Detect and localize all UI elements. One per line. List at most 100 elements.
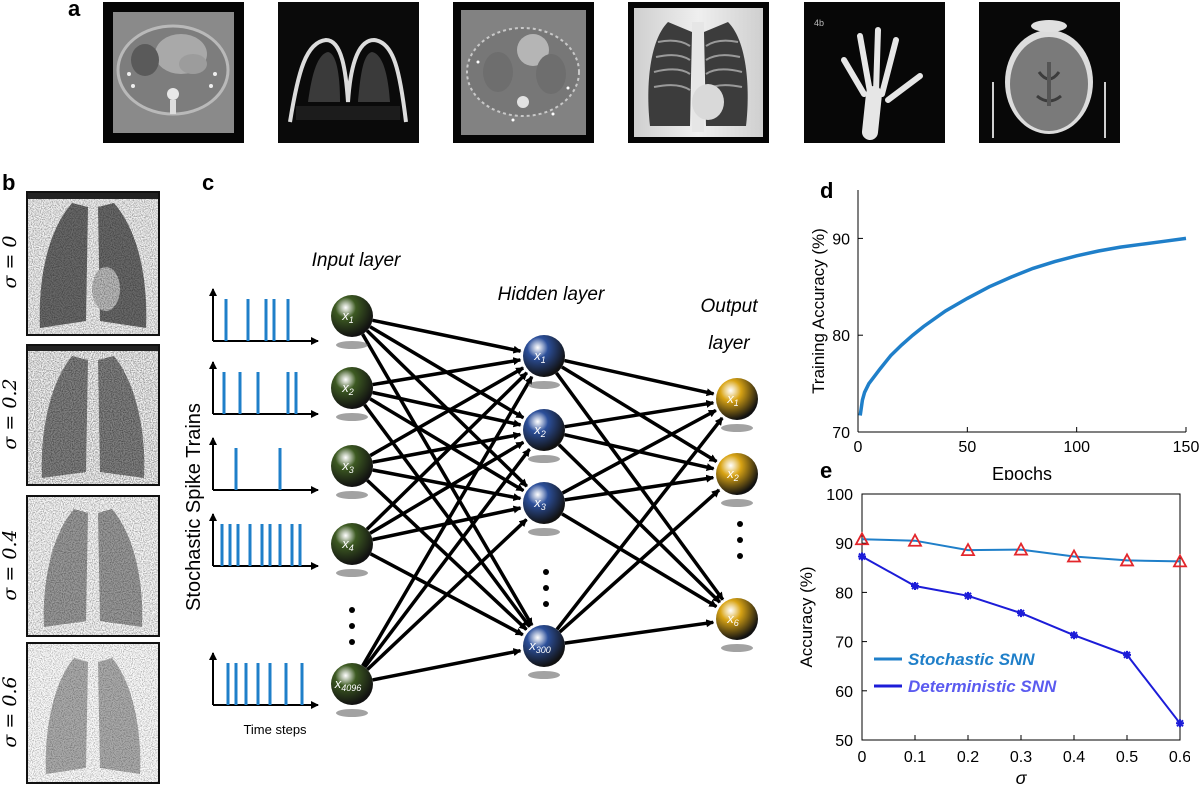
hidden-node-2 [523,409,565,451]
connection-input-hidden [366,479,528,631]
panel-label-c: c [202,170,215,195]
time-steps-label: Time steps [243,722,307,737]
noisy-xray-sigma-0.6 [26,642,160,784]
stochastic-marker [960,542,976,556]
noisy-xray-sigma-0 [26,191,160,336]
series-line-1 [861,538,1181,563]
output-node-6 [716,598,758,640]
node-shadow [528,671,560,679]
node-shadow [336,569,368,577]
connection-input-hidden [366,518,528,671]
deterministic-marker [1176,719,1184,728]
y-tick-label: 80 [832,328,850,345]
input-layer-title: Input layer [312,250,401,271]
x-tick-label: 0.1 [904,749,926,766]
y-axis-label: Accuracy (%) [797,566,816,667]
y-tick-label: 60 [835,684,853,701]
connection-hidden-output [558,488,721,634]
node-shadow [721,499,753,507]
node-shadow [721,644,753,652]
ellipsis-dot [543,601,549,607]
chest-xray-image [628,2,769,143]
noisy-xray-sigma-0.2 [26,344,160,486]
spike-train-1 [209,288,319,345]
node-shadow [721,424,753,432]
legend-label-1: Stochastic SNN [908,650,1035,669]
node-shadow [336,413,368,421]
ellipsis-dot [349,639,355,645]
training-accuracy-line [858,236,1187,416]
stochastic-marker [1172,553,1188,568]
connection-input-hidden [369,440,525,535]
node-shadow [528,381,560,389]
x-tick-label: 0.2 [957,749,979,766]
input-node-2 [331,367,373,409]
input-node-3 [331,445,373,487]
spike-train-4 [209,513,319,570]
hidden-node-300 [523,625,565,667]
x-tick-label: 0.4 [1063,749,1085,766]
panel-label-d: d [820,178,834,203]
hidden-node-1 [523,335,565,377]
input-node-4 [331,523,373,565]
ellipsis-dot [737,537,743,543]
deterministic-marker [964,591,972,600]
ellipsis-dot [543,569,549,575]
y-tick-label: 70 [832,425,850,442]
panel-label-e: e [820,458,833,483]
connection-input-hidden [369,397,525,493]
panel-label-a: a [68,0,81,21]
input-node-4096 [331,663,373,705]
x-tick-label: 0 [854,439,863,456]
x-tick-label: 0.3 [1010,749,1032,766]
node-shadow [336,341,368,349]
connection-input-hidden [369,366,525,458]
y-tick-label: 90 [832,231,850,248]
y-tick-label: 100 [826,487,853,504]
connection-input-hidden [372,318,522,354]
ellipsis-dot [737,553,743,559]
chest-ct-image [453,2,594,143]
deterministic-marker [1070,631,1078,640]
connection-input-hidden [361,375,534,667]
x-tick-label: 50 [958,439,976,456]
sigma-label-row-2: σ = 0.2 [0,378,21,450]
stochastic-marker [1013,541,1029,556]
stochastic-marker [854,531,870,546]
connection-input-hidden [365,371,529,531]
connection-input-hidden [363,448,531,669]
head-ct-image [979,2,1120,143]
deterministic-marker [1123,650,1131,659]
sigma-label-row-4: σ = 0.6 [0,676,21,748]
legend-label-2: Deterministic SNN [908,677,1057,696]
output-layer-title-line1: Output [700,296,758,317]
stochastic-marker [1119,552,1135,567]
ellipsis-dot [737,521,743,527]
breast-mri-image [278,2,419,143]
x-tick-label: 0 [858,749,867,766]
node-shadow [528,528,560,536]
stochastic-marker [1066,548,1082,563]
hidden-node-3 [523,482,565,524]
ellipsis-dot [349,623,355,629]
stochastic-marker [907,532,923,547]
y-tick-label: 50 [835,733,853,750]
x-tick-label: 100 [1063,439,1090,456]
hidden-layer-title: Hidden layer [498,284,605,305]
connection-hidden-output [564,474,715,502]
y-tick-label: 90 [835,536,853,553]
connection-hidden-output [564,619,715,645]
input-node-1 [331,295,373,337]
sigma-label-row-3: σ = 0.4 [0,529,21,601]
connection-hidden-output [564,358,715,397]
noisy-xray-sigma-0.4 [26,495,160,637]
node-shadow [336,491,368,499]
connection-hidden-output [555,371,725,601]
output-node-1 [716,378,758,420]
y-tick-label: 80 [835,585,853,602]
spike-train-3 [209,437,319,494]
deterministic-marker [858,552,866,561]
deterministic-marker [911,582,919,591]
